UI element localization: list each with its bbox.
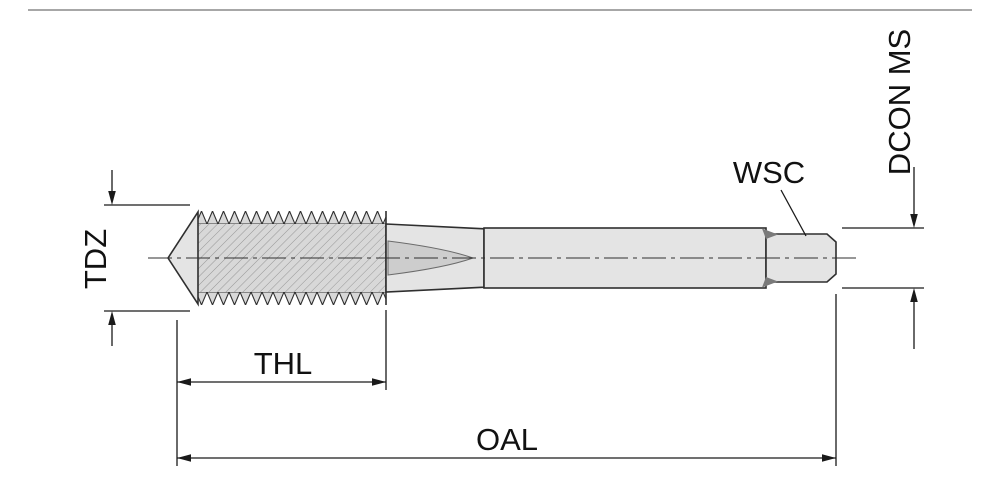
tdz-arrow-top-icon (108, 191, 116, 205)
thl-arrow-right-icon (372, 378, 386, 386)
dcon-arrow-top-icon (910, 214, 918, 228)
dimension-thl (176, 310, 387, 466)
wsc-label: WSC (733, 155, 805, 190)
oal-arrow-right-icon (822, 454, 836, 462)
thl-arrow-left-icon (177, 378, 191, 386)
dcon-arrow-bottom-icon (910, 288, 918, 302)
thl-label: THL (254, 346, 313, 381)
dimension-tdz (104, 170, 190, 346)
oal-arrow-left-icon (177, 454, 191, 462)
undercut-notch-bottom-icon (762, 277, 778, 288)
thread-teeth-top (196, 211, 386, 224)
tdz-arrow-bottom-icon (108, 311, 116, 325)
tdz-label: TDZ (78, 229, 113, 289)
callout-wsc (780, 189, 807, 237)
oal-label: OAL (476, 422, 538, 457)
dcon-ms-label: DCON MS (882, 29, 917, 175)
thread-teeth-bottom (196, 292, 386, 305)
undercut-notch-top-icon (762, 228, 778, 239)
dimension-dcon-ms (842, 167, 924, 349)
dimension-oal (177, 294, 837, 466)
wsc-leader-line (780, 189, 807, 237)
tap-body (148, 209, 860, 307)
